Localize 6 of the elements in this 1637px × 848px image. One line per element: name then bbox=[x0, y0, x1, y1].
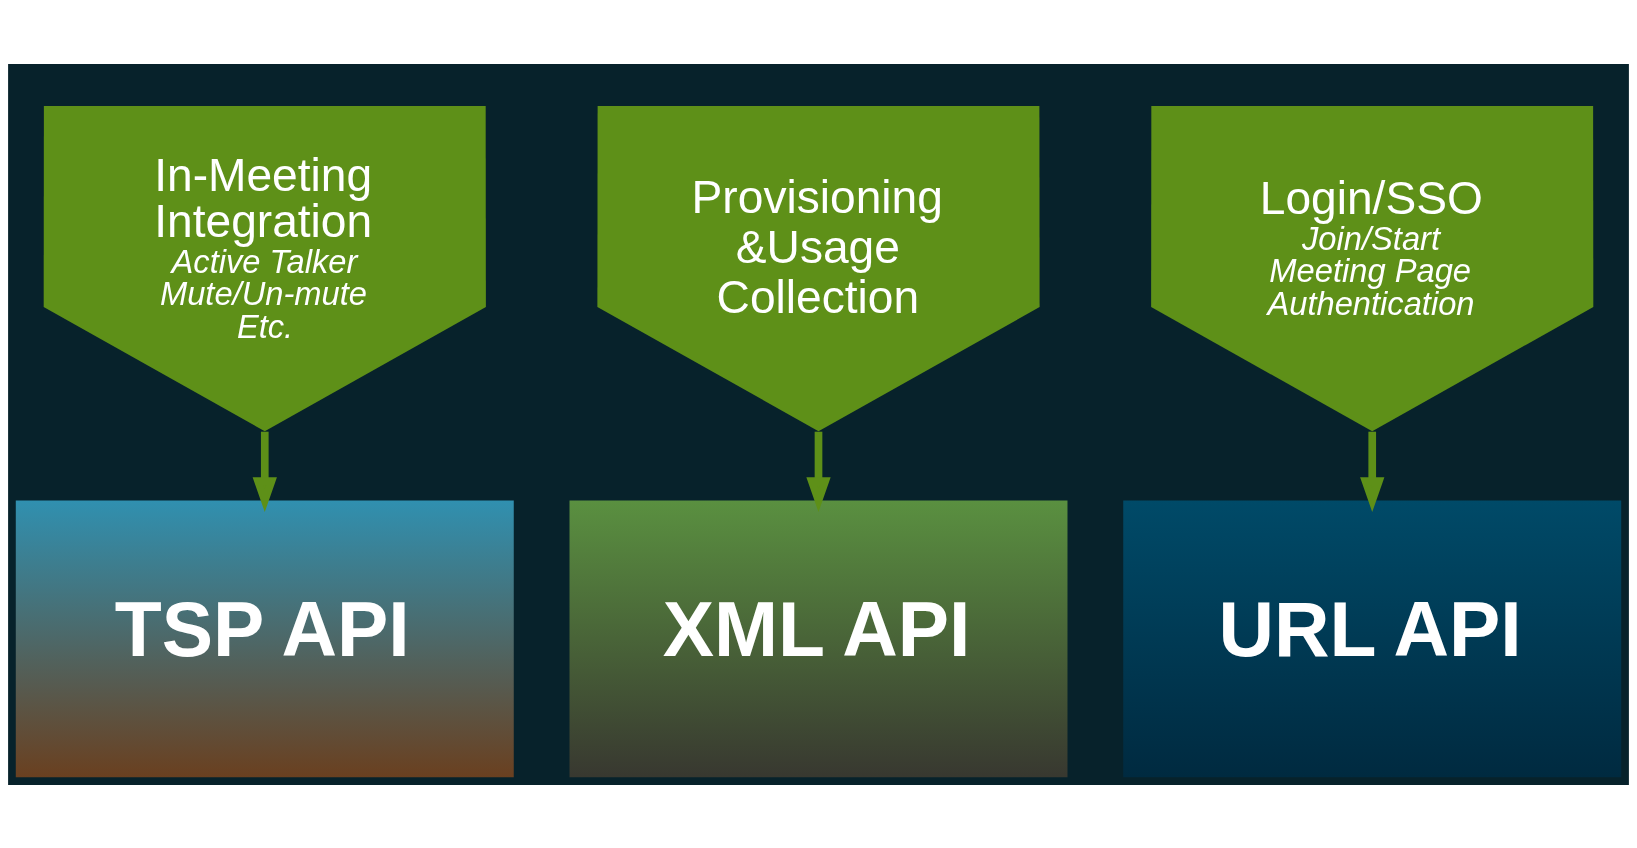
arrow bbox=[806, 431, 831, 512]
node-box: TSP API bbox=[15, 499, 514, 777]
arrow bbox=[1360, 431, 1385, 512]
node-box: URL API bbox=[1123, 499, 1622, 777]
node-box: XML API bbox=[569, 499, 1068, 777]
arrow bbox=[252, 431, 277, 512]
